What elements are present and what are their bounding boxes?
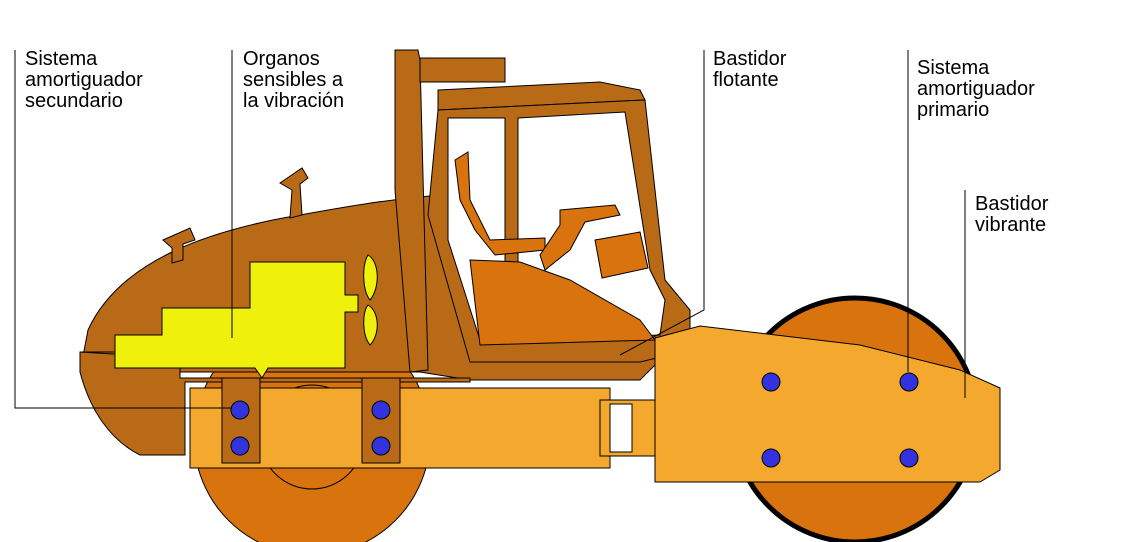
label-vibrating-frame: Bastidor vibrante [975, 193, 1049, 236]
damper-dot [899, 372, 919, 392]
damper-dot [371, 436, 391, 456]
label-primary-damping: Sistema amortiguador primario [917, 57, 1035, 121]
leader-secondary-damping [14, 50, 232, 409]
leader-lines [14, 50, 966, 409]
damper-dot [761, 372, 781, 392]
label-secondary-damping: Sistema amortiguador secundario [25, 48, 143, 112]
rear-damper-brackets [221, 377, 401, 464]
damper-dot [761, 448, 781, 468]
engine-block [114, 254, 378, 379]
label-floating-frame: Bastidor flotante [713, 48, 787, 91]
damper-dot [230, 436, 250, 456]
damper-dot [371, 400, 391, 420]
damper-dot [899, 448, 919, 468]
label-vibration-sensitive: Organos sensibles a la vibración [243, 48, 345, 112]
damper-dot [230, 400, 250, 420]
leader-floating-frame [619, 50, 705, 356]
front-vibrating-frame [654, 325, 1001, 483]
cab [394, 49, 691, 373]
damper-dots [230, 372, 919, 468]
